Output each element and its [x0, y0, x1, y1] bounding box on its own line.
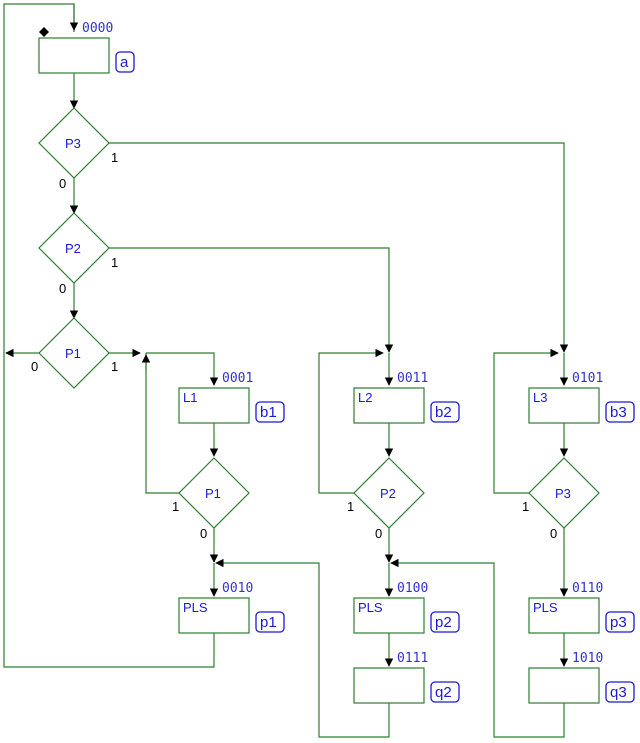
decision-p3-top: P3 1 0: [38, 107, 118, 191]
block-b3-code: 0101: [572, 371, 603, 386]
block-p1-code: 0010: [222, 581, 253, 596]
state-q2-frame: [430, 681, 460, 703]
decision-p1-top-label: P1: [65, 346, 81, 361]
wire-p1loop-yes: [145, 353, 179, 494]
wire-q3-return: [390, 558, 565, 738]
start-marker-icon: [39, 27, 49, 37]
decision-p3-top-label: P3: [65, 136, 81, 151]
block-b1-code: 0001: [222, 371, 253, 386]
state-b2-frame: [430, 401, 460, 423]
state-b1-frame: [255, 401, 285, 423]
state-q3-label: q3: [610, 684, 627, 701]
state-p3-frame: [605, 611, 635, 633]
state-a-frame: [115, 51, 135, 73]
block-b3: L3 0101 b3: [528, 371, 635, 424]
block-b3-label: L3: [533, 390, 547, 405]
wire-q2-return: [215, 558, 390, 738]
decision-p2-loop-no: 0: [375, 526, 382, 541]
decision-p1-top: P1 1 0: [31, 317, 118, 389]
decision-p1-loop-label: P1: [205, 486, 221, 501]
wire-p3-yes: [109, 142, 569, 353]
state-p3-label: p3: [610, 614, 627, 631]
block-b2-label: L2: [358, 390, 372, 405]
block-a-code: 0000: [82, 21, 113, 36]
wire-branch1-top: [146, 352, 219, 386]
block-p2-label: PLS: [358, 600, 383, 615]
block-p3: PLS 0110 p3: [528, 581, 635, 634]
state-b3-frame: [605, 401, 635, 423]
block-b1-label: L1: [183, 390, 197, 405]
state-p2-frame: [430, 611, 460, 633]
block-b2-code: 0011: [397, 371, 428, 386]
block-a-box: [38, 37, 110, 74]
decision-p2-loop: P2 1 0: [347, 457, 425, 541]
block-b2: L2 0011 b2: [353, 371, 460, 424]
decision-p2-top-no: 0: [59, 281, 66, 296]
block-p1-label: PLS: [183, 600, 208, 615]
decision-p3-loop-no: 0: [550, 526, 557, 541]
decision-p1-top-no: 0: [31, 359, 38, 374]
state-b2-label: b2: [435, 404, 452, 421]
decision-p1-loop-no: 0: [200, 526, 207, 541]
decision-p1-loop: P1 1 0: [172, 457, 250, 541]
decision-p3-top-yes: 1: [111, 150, 118, 165]
block-b1: L1 0001 b1: [178, 371, 285, 424]
decision-p2-loop-yes: 1: [347, 499, 354, 514]
decision-p2-top: P2 1 0: [38, 212, 118, 296]
block-q2-code: 0111: [397, 651, 428, 666]
wire-return-top: [3, 3, 215, 668]
start-block: 0000 a: [38, 21, 135, 74]
wire-p2-yes: [109, 247, 394, 353]
state-b3-label: b3: [610, 404, 627, 421]
state-p1-frame: [255, 611, 285, 633]
state-a-label: a: [120, 54, 129, 71]
block-p1: PLS 0010 p1: [178, 581, 285, 634]
decision-p1-top-yes: 1: [111, 359, 118, 374]
decision-p2-top-yes: 1: [111, 255, 118, 270]
block-q3: 1010 q3: [528, 651, 635, 704]
block-p2-code: 0100: [397, 581, 428, 596]
wire-branch3-loop: [493, 348, 559, 494]
decision-p3-loop: P3 1 0: [522, 457, 600, 541]
wire-branch2-loop: [318, 348, 384, 494]
decision-p3-top-no: 0: [59, 176, 66, 191]
state-p2-label: p2: [435, 614, 452, 631]
block-p2: PLS 0100 p2: [353, 581, 460, 634]
state-q3-frame: [605, 681, 635, 703]
block-p3-code: 0110: [572, 581, 603, 596]
decision-p1-loop-yes: 1: [172, 499, 179, 514]
connectors: [3, 3, 569, 738]
decision-p3-loop-label: P3: [555, 486, 571, 501]
state-b1-label: b1: [260, 404, 277, 421]
decision-p3-loop-yes: 1: [522, 499, 529, 514]
block-q2: 0111 q2: [353, 651, 460, 704]
block-q3-code: 1010: [572, 651, 603, 666]
decision-p2-top-label: P2: [65, 241, 81, 256]
state-q2-label: q2: [435, 684, 452, 701]
decision-p2-loop-label: P2: [380, 486, 396, 501]
block-p3-label: PLS: [533, 600, 558, 615]
state-p1-label: p1: [260, 614, 277, 631]
